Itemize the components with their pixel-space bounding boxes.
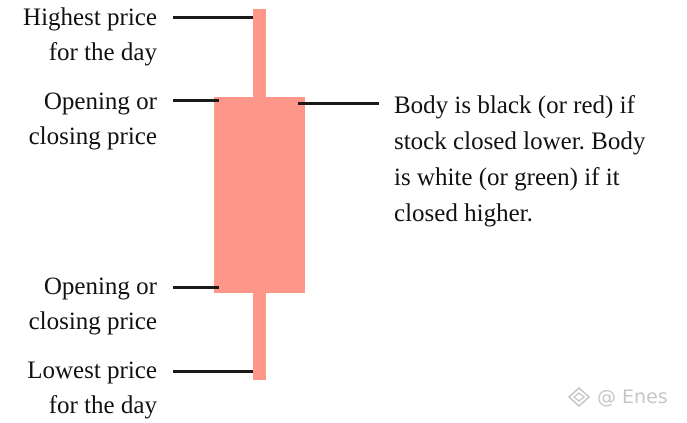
leader-line-high <box>173 16 253 19</box>
diamond-logo-icon <box>566 386 592 408</box>
label-body-line-3: is white (or green) if it <box>394 164 620 191</box>
label-lowest-price-line-2: for the day <box>48 392 157 419</box>
watermark-text: @ Enes <box>597 386 668 408</box>
label-body-line-4: closed higher. <box>394 200 533 227</box>
watermark: @ Enes <box>566 386 668 408</box>
label-body-line-1: Body is black (or red) if <box>394 92 635 119</box>
label-body-description: Body is black (or red) if stock closed l… <box>394 88 645 232</box>
label-highest-price-line-1: Highest price <box>23 4 157 31</box>
label-highest-price: Highest price for the day <box>23 0 157 70</box>
label-open-close-top-line-1: Opening or <box>43 88 157 115</box>
label-highest-price-line-2: for the day <box>48 39 157 66</box>
label-open-close-bottom-line-2: closing price <box>28 308 157 335</box>
label-lowest-price-line-1: Lowest price <box>27 357 157 384</box>
leader-line-open-bottom <box>173 286 219 289</box>
label-open-close-top-line-2: closing price <box>28 123 157 150</box>
label-lowest-price: Lowest price for the day <box>27 353 157 423</box>
candle-body <box>214 97 305 293</box>
label-open-close-top: Opening or closing price <box>29 84 157 154</box>
leader-line-low <box>173 370 253 373</box>
label-open-close-bottom-line-1: Opening or <box>43 273 157 300</box>
leader-line-body <box>298 102 379 105</box>
label-open-close-bottom: Opening or closing price <box>29 269 157 339</box>
label-body-line-2: stock closed lower. Body <box>394 128 646 155</box>
leader-line-open-top <box>173 99 219 102</box>
